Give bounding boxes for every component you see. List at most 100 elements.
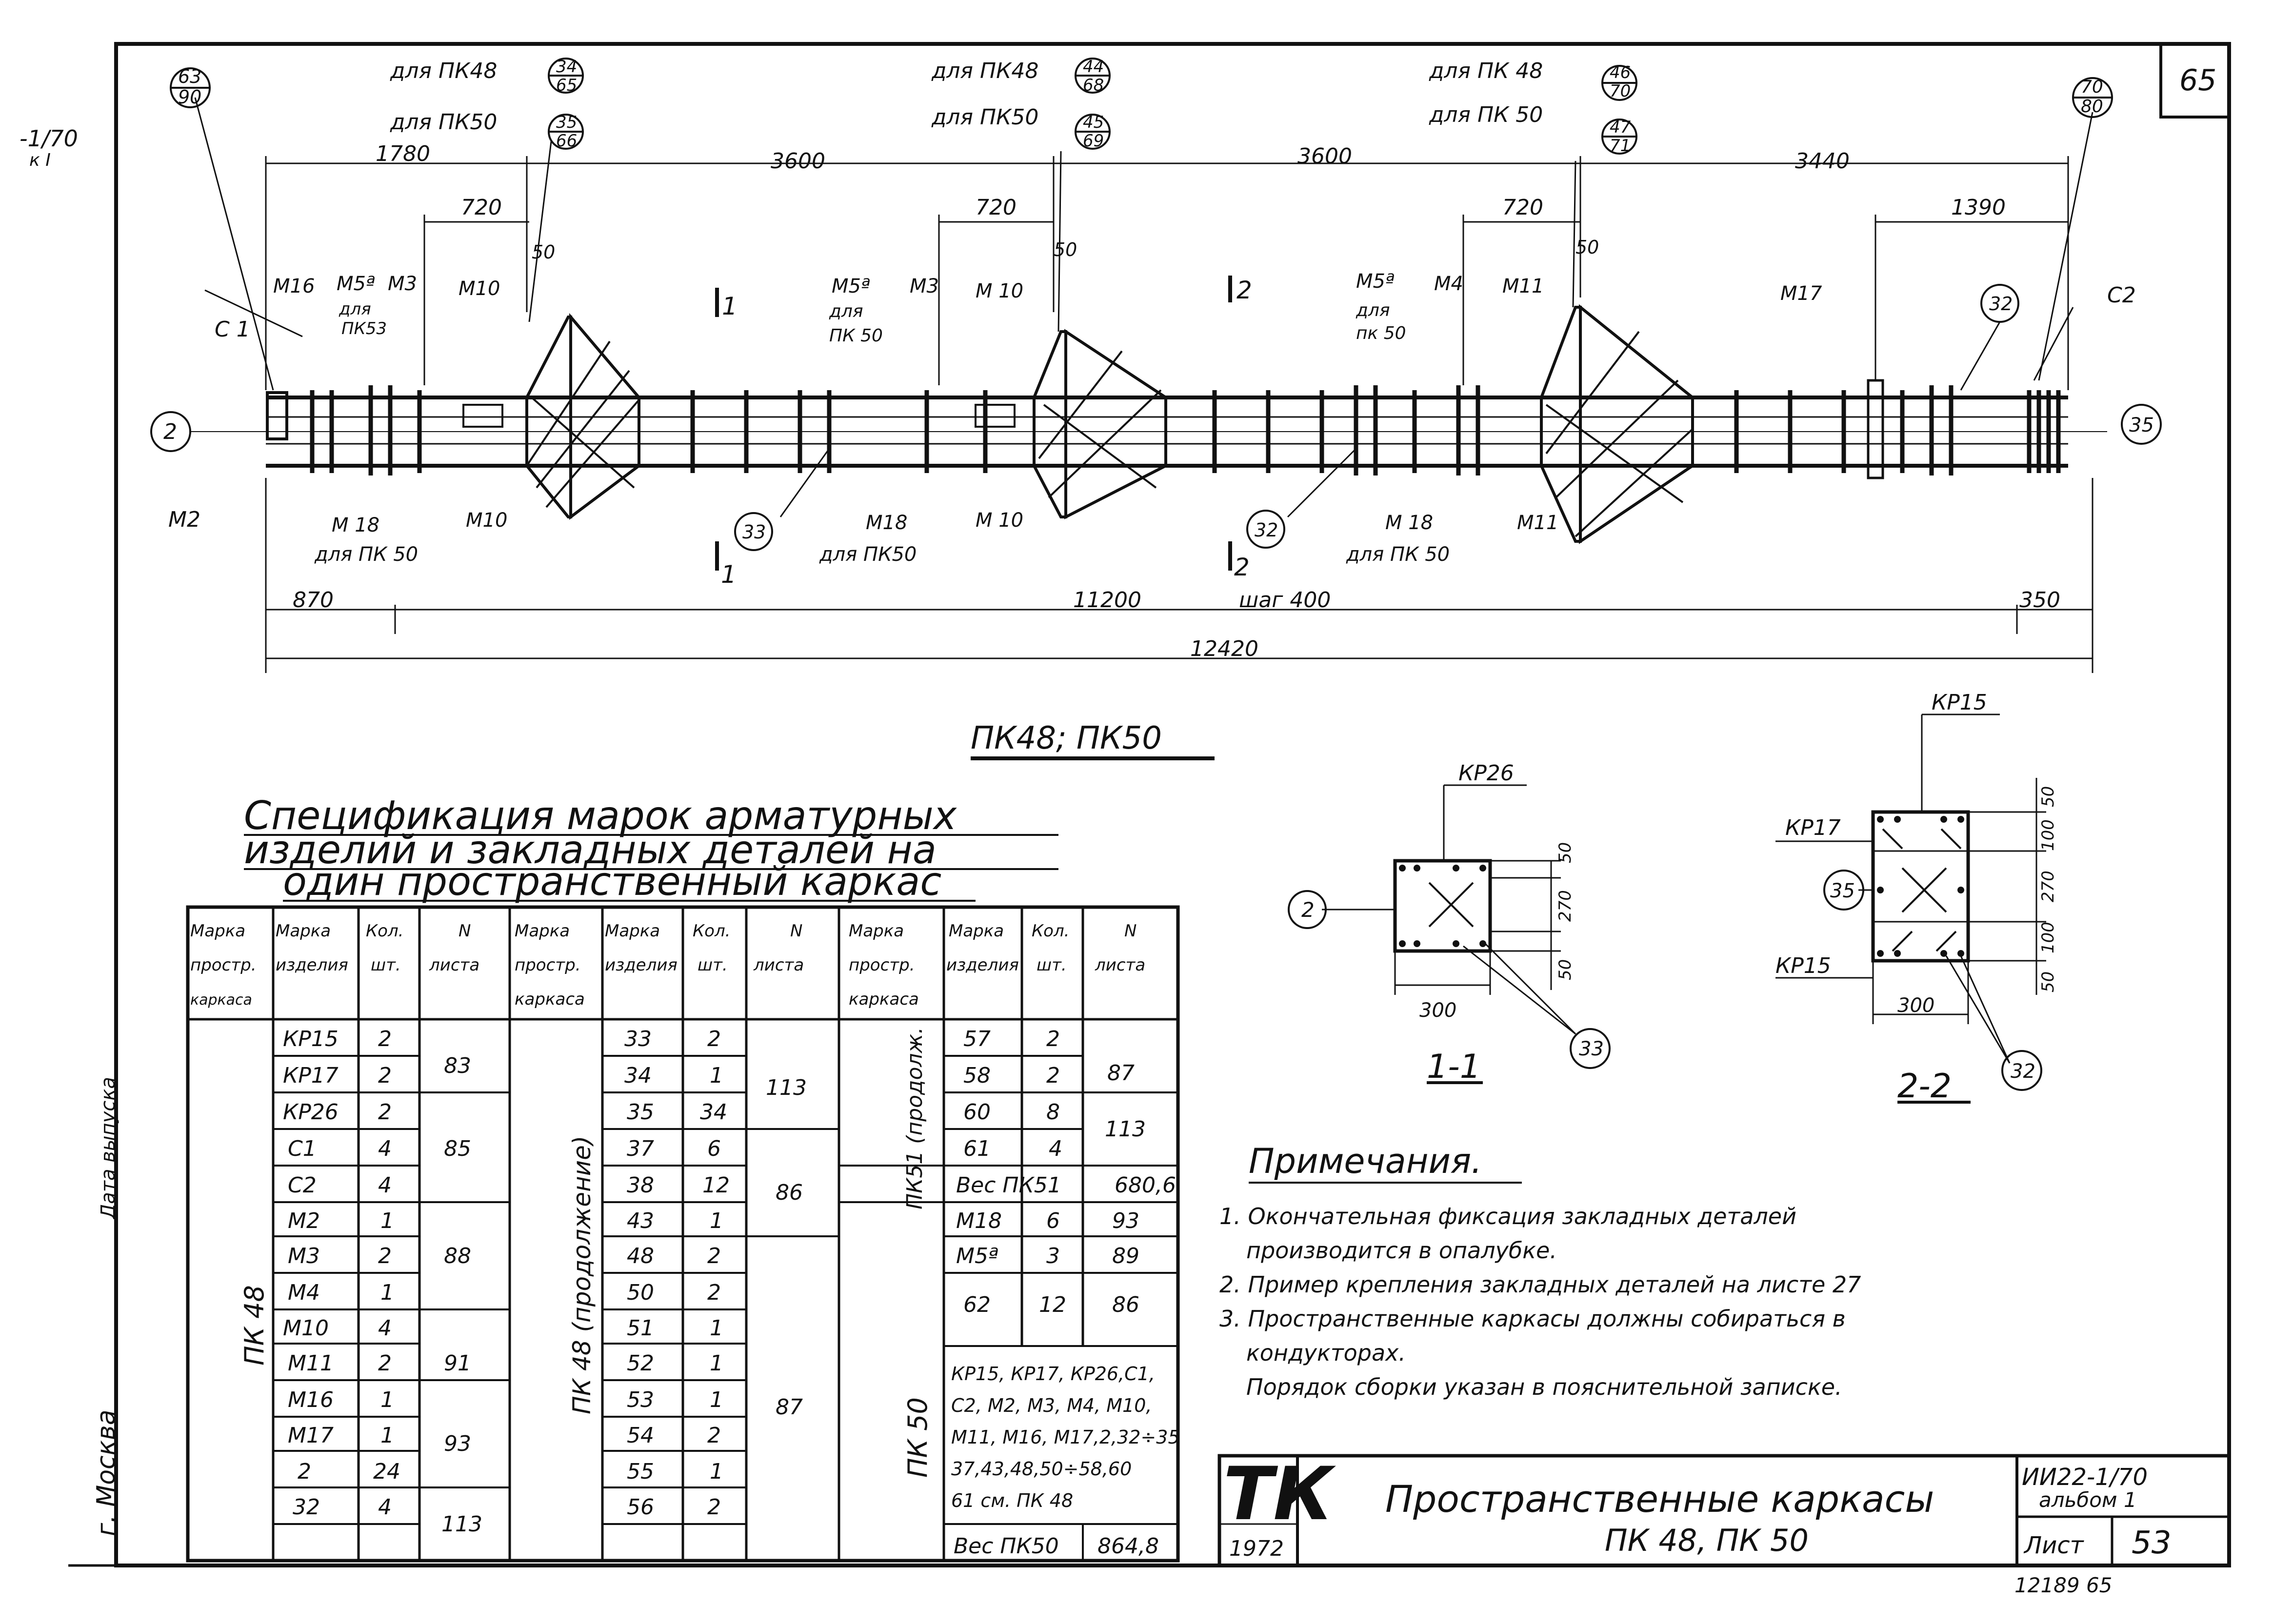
hdr-n-3a: N <box>1124 921 1137 941</box>
callout-70: 70 <box>2081 77 2103 97</box>
c1-qty-2: 2 <box>378 1063 392 1088</box>
elevation-caption: ПК48; ПК50 <box>971 720 1162 756</box>
hdr-marka-prostr-2b: простр. <box>515 955 581 975</box>
album: альбом 1 <box>2039 1488 2137 1512</box>
c3-note-1: КР15, КР17, КР26,С1, <box>951 1363 1155 1385</box>
c2-qty-1: 2 <box>707 1027 721 1051</box>
hdr-n-2b: листа <box>753 955 804 975</box>
spec-table-text: Марка простр. каркаса Марка изделия Кол.… <box>190 921 1145 1478</box>
mark-m16: М16 <box>273 275 315 297</box>
dim-1780: 1780 <box>376 141 430 166</box>
hdr-n-1a: N <box>459 921 471 941</box>
c1-qty-10: 2 <box>378 1351 392 1376</box>
margin-ref: -1/70 <box>20 125 78 152</box>
mark-dlya-pk50-1: для ПК 50 <box>314 543 418 566</box>
c2-qty-11: 1 <box>710 1387 723 1412</box>
mark-c2: С2 <box>2107 283 2136 308</box>
mark-m18-3: М 18 <box>1385 512 1433 534</box>
hdr-marka-prostr-1b: простр. <box>190 955 257 975</box>
c3-note-5: 61 см. ПК 48 <box>951 1490 1073 1511</box>
spec-col1-rows: КР15 2 КР17 2 КР26 2 С1 4 С2 4 М2 1 М3 2… <box>283 1027 482 1537</box>
c1-mark-3: КР26 <box>283 1100 339 1125</box>
dim-3600-a: 3600 <box>771 149 825 174</box>
dim-720-b: 720 <box>976 195 1017 220</box>
dim-50-c: 50 <box>1575 237 1599 258</box>
hdr-marka-izd-1a: Марка <box>276 921 331 941</box>
hdr-n-3b: листа <box>1095 955 1145 975</box>
mark-m10-2: М 10 <box>976 280 1023 302</box>
hdr-n-2a: N <box>790 921 802 941</box>
c2-qty-2: 1 <box>710 1063 723 1088</box>
c3-qty-4: 4 <box>1049 1136 1062 1161</box>
hdr-marka-izd-3a: Марка <box>949 921 1004 941</box>
c3-weight-a-label: Вес ПК51 <box>956 1173 1061 1198</box>
note-3a: 3. Пространственные каркасы должны собир… <box>1219 1306 1846 1332</box>
c3-mark-2: 58 <box>963 1063 991 1088</box>
c2-qty-10: 1 <box>710 1351 723 1376</box>
s11-50a: 50 <box>1555 842 1575 863</box>
margin-ref2: к I <box>29 150 51 170</box>
c1-qty-7: 2 <box>378 1244 392 1268</box>
c1-qty-14: 4 <box>378 1495 392 1520</box>
notes-title: Примечания. <box>1249 1141 1482 1181</box>
section-2-bot: 2 <box>1234 553 1250 581</box>
c2-sheet-87: 87 <box>776 1395 803 1420</box>
end-right-35: 35 <box>2129 414 2154 436</box>
label-pk50-b: для ПК50 <box>931 105 1038 130</box>
notes: Примечания. 1. Окончательная фиксация за… <box>1219 1141 1861 1400</box>
c1-mark-12: М17 <box>288 1423 334 1448</box>
s22-50a: 50 <box>2038 786 2058 807</box>
callout-45: 45 <box>1083 113 1104 132</box>
c1-qty-5: 4 <box>378 1173 392 1198</box>
title-block <box>1217 1454 2231 1567</box>
sheet-frame <box>68 42 2231 1567</box>
mark-m10-1: М10 <box>459 277 500 300</box>
c1-sheet-83: 83 <box>444 1053 471 1078</box>
mark-m5a-3: М5ª <box>1356 270 1395 293</box>
spec-title: Спецификация марок арматурных изделий и … <box>244 793 1058 904</box>
c1-qty-1: 2 <box>378 1027 392 1051</box>
note-3c: Порядок сборки указан в пояснительной за… <box>1246 1374 1842 1400</box>
label-pk48-c: для ПК 48 <box>1429 59 1543 83</box>
s11-bar: 33 <box>1579 1038 1604 1060</box>
hdr-kol-2a: Кол. <box>693 921 730 941</box>
c2-qty-7: 2 <box>707 1244 721 1268</box>
section-1-bot: 1 <box>721 560 737 589</box>
callout-65: 65 <box>556 76 577 95</box>
c1-mark-1: КР15 <box>283 1027 339 1051</box>
mark-m3: М3 <box>388 273 417 295</box>
c1-mark-7: М3 <box>288 1244 320 1268</box>
elevation-drawing <box>150 58 2162 673</box>
label-pk48-b: для ПК48 <box>931 59 1038 83</box>
tk-year: 1972 <box>1229 1536 1284 1561</box>
dim-50-a: 50 <box>532 241 555 263</box>
mark-pk50-2: ПК 50 <box>829 326 883 346</box>
s22-kr15-bot: КР15 <box>1775 953 1831 978</box>
mark-m5a-2: М5ª <box>832 275 870 297</box>
mark-m18-1: М 18 <box>332 514 379 536</box>
c2-mark-6: 43 <box>627 1208 654 1233</box>
c1-qty-4: 4 <box>378 1136 392 1161</box>
c2-mark-13: 55 <box>627 1459 654 1484</box>
hdr-marka-prostr-3c: каркаса <box>849 990 919 1009</box>
mark-m3-2: М3 <box>910 275 939 297</box>
c2-mark-7: 48 <box>627 1244 654 1268</box>
group-pk48-cont: ПК 48 (продолжение) <box>568 1136 596 1414</box>
group-pk50: ПК 50 <box>902 1397 933 1478</box>
margin-date-label: Дата выпуска <box>97 1077 120 1220</box>
dim-720-c: 720 <box>1502 195 1543 220</box>
mark-c1: С 1 <box>215 317 250 342</box>
c1-qty-6: 1 <box>380 1208 394 1233</box>
section-1-top: 1 <box>722 292 738 320</box>
s11-label: 1-1 <box>1427 1048 1481 1086</box>
mark-m17: М17 <box>1780 282 1822 305</box>
callout-35: 35 <box>556 113 577 132</box>
c3-sheet-87: 87 <box>1107 1061 1135 1086</box>
s22-label: 2-2 <box>1897 1067 1952 1106</box>
section-1-1 <box>1288 784 1611 1084</box>
c3-note-2: С2, М2, М3, М4, М10, <box>951 1395 1152 1416</box>
hdr-marka-prostr-1a: Марка <box>190 921 245 941</box>
c2-sheet-113: 113 <box>766 1075 807 1100</box>
s22-270: 270 <box>2038 871 2058 902</box>
